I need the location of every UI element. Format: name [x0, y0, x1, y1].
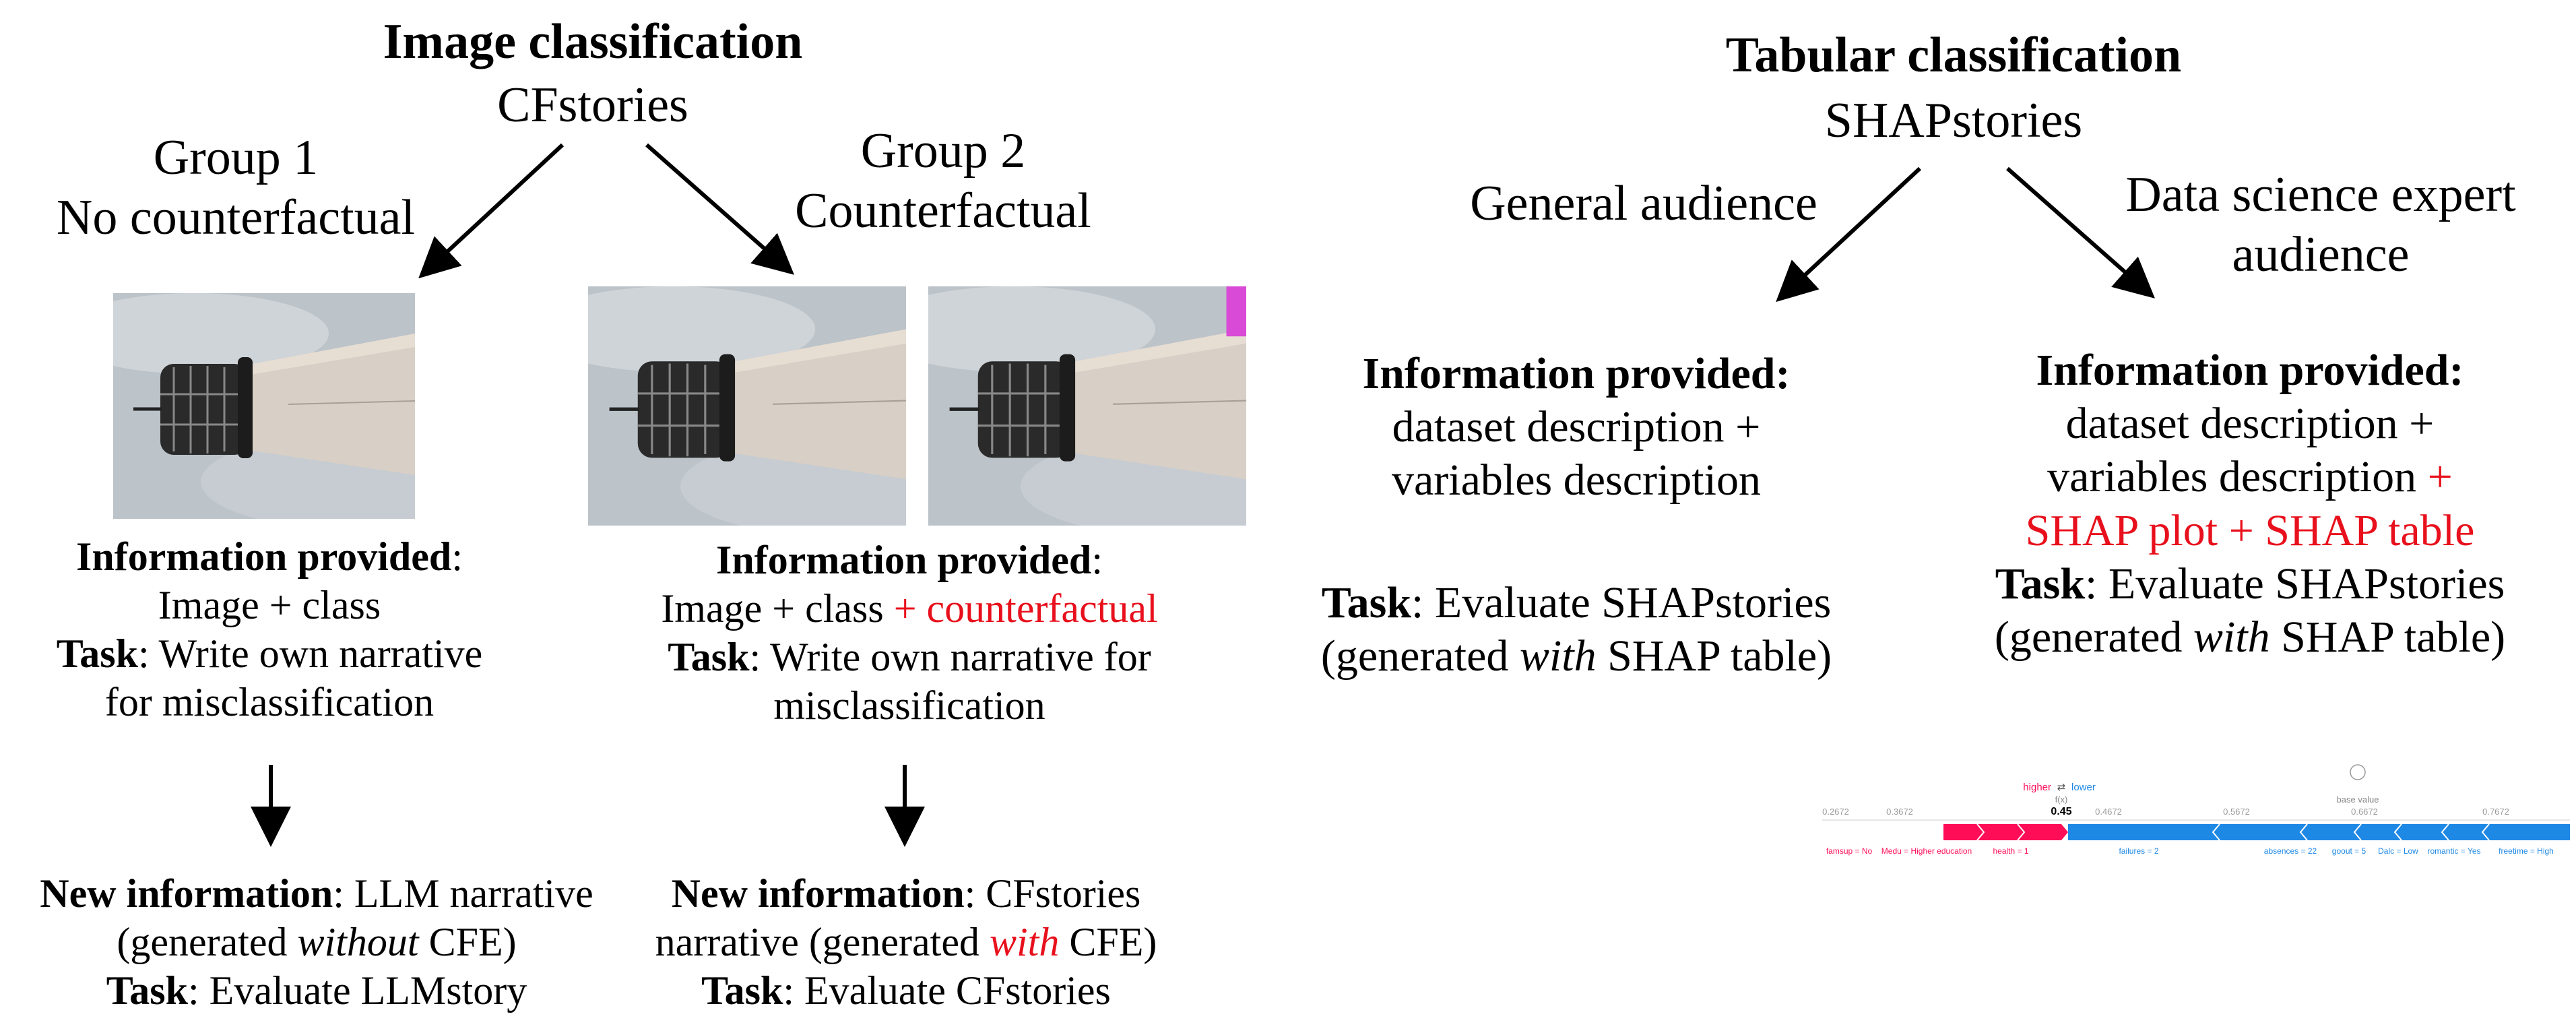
arrow-to-group1	[418, 143, 565, 279]
group1-info-block: Information provided: Image + class Task…	[56, 534, 483, 724]
shap-legend-arrows: ⇄	[2057, 782, 2066, 793]
shap-legend-higher: higher	[2023, 782, 2051, 793]
group2-label: Group 2 Counterfactual	[795, 123, 1091, 239]
shap-force-plot: higher ⇄ lower f(x) base value 0.2672 0.3…	[1822, 758, 2570, 866]
arrow-to-expert	[2006, 166, 2156, 299]
shap-positive-bar	[1943, 824, 2061, 840]
expert-info-block: Information provided: dataset descriptio…	[1994, 346, 2506, 662]
shap-feature-label: absences = 22	[2264, 846, 2317, 856]
shap-tick-label: 0.5672	[2223, 807, 2250, 817]
shap-tick-label: 0.6672	[2351, 807, 2378, 817]
shap-feature-label: romantic = Yes	[2427, 846, 2480, 856]
shap-force-plot-svg: higher ⇄ lower f(x) base value 0.2672 0.3…	[1822, 764, 2570, 856]
shap-tick-label: 0.4672	[2095, 807, 2122, 817]
shap-feature-labels: famsup = No Medu = Higher education health…	[1826, 846, 2554, 856]
shap-positive-bar-tip	[2061, 824, 2068, 840]
group2-new-info-block: New information: CFstories narrative (ge…	[655, 871, 1157, 1013]
shap-feature-label: health = 1	[1993, 846, 2028, 856]
arrow-to-group2	[645, 143, 795, 275]
group2-info-block: Information provided: Image + class + co…	[661, 538, 1158, 728]
shap-feature-label: Medu = Higher education	[1881, 846, 1972, 856]
shap-feature-label: famsup = No	[1826, 846, 1873, 856]
arrow-to-general	[1776, 166, 1922, 303]
shap-feature-label: failures = 2	[2119, 846, 2158, 856]
tabular-section-subtitle: SHAPstories	[1824, 93, 2083, 148]
shap-logo-icon	[2350, 764, 2366, 780]
shap-fx-value: 0.45	[2051, 806, 2071, 817]
shap-tick-label: 0.7672	[2482, 807, 2509, 817]
shap-feature-label: freetime = High	[2499, 846, 2554, 856]
shap-tick-label: 0.3672	[1886, 807, 1913, 817]
shap-legend-lower: lower	[2071, 782, 2096, 793]
shap-base-value-label: base value	[2337, 794, 2379, 805]
shap-tick-label: 0.2672	[1822, 807, 1849, 817]
shap-negative-bar	[2068, 824, 2570, 840]
shap-feature-label: goout = 5	[2332, 846, 2366, 856]
shap-feature-label: Dalc = Low	[2378, 846, 2418, 856]
lighthouse-image-original	[113, 293, 415, 519]
group1-label: Group 1 No counterfactual	[56, 130, 416, 245]
shap-chevrons	[1976, 823, 2490, 841]
group1-new-info-block: New information: LLM narrative (generate…	[40, 871, 593, 1013]
general-info-block: Information provided: dataset descriptio…	[1362, 349, 1791, 505]
expert-audience-label: Data science expert audience	[2125, 167, 2516, 282]
general-audience-label: General audience	[1470, 176, 1817, 231]
shap-tick-group: 0.2672 0.3672 0.4672 0.5672 0.6672 0.7672	[1822, 807, 2509, 817]
general-task-block: Task: Evaluate SHAPstories (generated wi…	[1320, 578, 1832, 681]
lighthouse-image-group2	[588, 286, 906, 526]
image-section-subtitle: CFstories	[497, 77, 688, 133]
image-section-title: Image classification	[383, 14, 803, 69]
shap-fx-label: f(x)	[2055, 794, 2068, 805]
lighthouse-image-counterfactual	[928, 286, 1246, 526]
tabular-section-title: Tabular classification	[1725, 28, 2182, 83]
